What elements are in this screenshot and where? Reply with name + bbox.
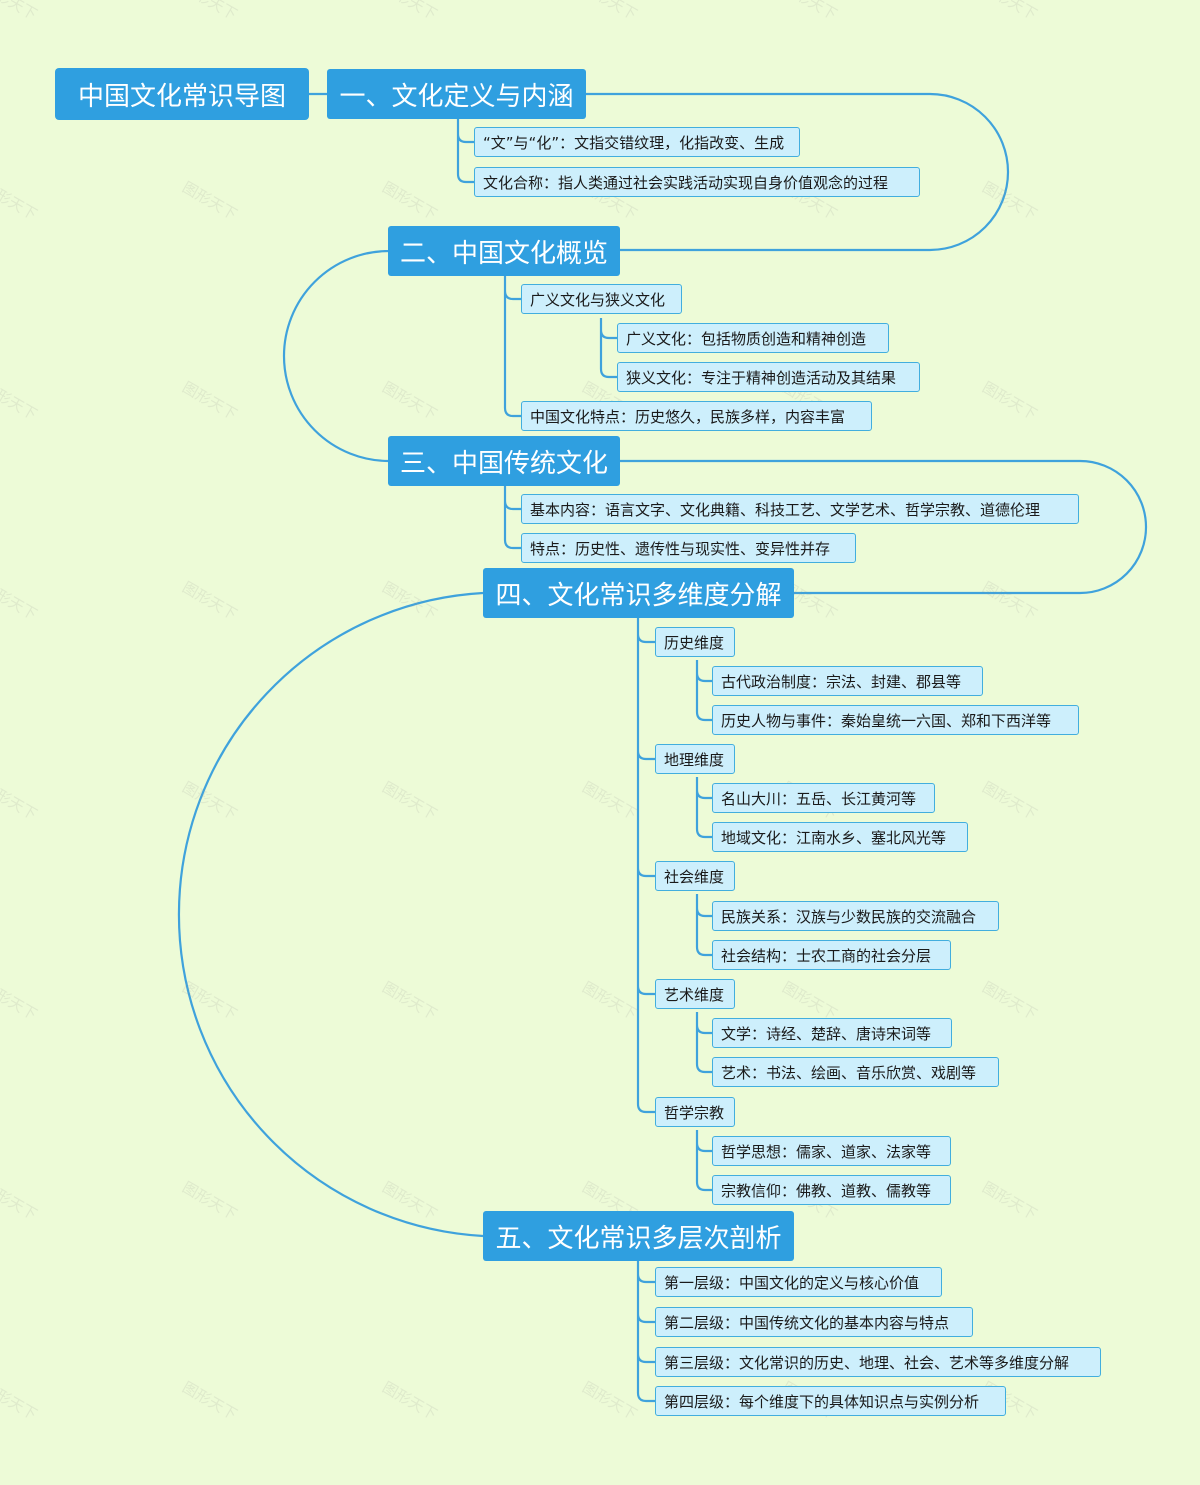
s4-philosophy-2[interactable]: 宗教信仰：佛教、道教、儒教等 bbox=[712, 1175, 951, 1205]
s2-child-1-2[interactable]: 狭义文化：专注于精神创造活动及其结果 bbox=[617, 362, 920, 392]
connector-s2-trunk bbox=[503, 276, 521, 418]
s3-child-2[interactable]: 特点：历史性、遗传性与现实性、变异性并存 bbox=[521, 533, 856, 563]
connector-s4-d4 bbox=[695, 1012, 712, 1074]
s4-geography-1[interactable]: 名山大川：五岳、长江黄河等 bbox=[712, 783, 935, 813]
s4-history-1[interactable]: 古代政治制度：宗法、封建、郡县等 bbox=[712, 666, 983, 696]
connector-loop-1-2 bbox=[585, 92, 1010, 252]
s4-art-2[interactable]: 艺术：书法、绘画、音乐欣赏、戏剧等 bbox=[712, 1057, 999, 1087]
s1-child-1[interactable]: “文”与“化”：文指交错纹理，化指改变、生成 bbox=[474, 127, 800, 157]
s4-history-2[interactable]: 历史人物与事件：秦始皇统一六国、郑和下西洋等 bbox=[712, 705, 1079, 735]
s2-child-1[interactable]: 广义文化与狭义文化 bbox=[521, 284, 682, 314]
section-1-node[interactable]: 一、文化定义与内涵 bbox=[327, 69, 586, 119]
connector-loop-3-4 bbox=[618, 459, 1148, 595]
s4-dim-history[interactable]: 历史维度 bbox=[655, 627, 735, 657]
connector-s2-sub bbox=[599, 318, 617, 379]
s4-art-1[interactable]: 文学：诗经、楚辞、唐诗宋词等 bbox=[712, 1018, 952, 1048]
connector-loop-2-3 bbox=[282, 249, 390, 463]
connector-s3-trunk bbox=[503, 486, 521, 550]
connector-s4-d1 bbox=[695, 660, 712, 722]
section-4-node[interactable]: 四、文化常识多维度分解 bbox=[483, 568, 794, 618]
s2-child-2[interactable]: 中国文化特点：历史悠久，民族多样，内容丰富 bbox=[521, 401, 872, 431]
root-node[interactable]: 中国文化常识导图 bbox=[55, 68, 309, 120]
connector-s5-trunk bbox=[636, 1261, 655, 1403]
s1-child-2[interactable]: 文化合称：指人类通过社会实践活动实现自身价值观念的过程 bbox=[474, 167, 920, 197]
s4-philosophy-1[interactable]: 哲学思想：儒家、道家、法家等 bbox=[712, 1136, 951, 1166]
s3-child-1[interactable]: 基本内容：语言文字、文化典籍、科技工艺、文学艺术、哲学宗教、道德伦理 bbox=[521, 494, 1079, 524]
s5-level-2[interactable]: 第二层级：中国传统文化的基本内容与特点 bbox=[655, 1307, 973, 1337]
s5-level-3[interactable]: 第三层级：文化常识的历史、地理、社会、艺术等多维度分解 bbox=[655, 1347, 1101, 1377]
section-5-node[interactable]: 五、文化常识多层次剖析 bbox=[483, 1211, 794, 1261]
connector-s4-d3 bbox=[695, 894, 712, 957]
section-3-node[interactable]: 三、中国传统文化 bbox=[388, 436, 620, 486]
s4-society-2[interactable]: 社会结构：士农工商的社会分层 bbox=[712, 940, 951, 970]
s4-dim-art[interactable]: 艺术维度 bbox=[655, 979, 735, 1009]
s4-society-1[interactable]: 民族关系：汉族与少数民族的交流融合 bbox=[712, 901, 999, 931]
connector-s1-trunk bbox=[456, 119, 474, 184]
section-2-node[interactable]: 二、中国文化概览 bbox=[388, 226, 620, 276]
connector-s4-d5 bbox=[695, 1130, 712, 1192]
s4-dim-society[interactable]: 社会维度 bbox=[655, 861, 735, 891]
s5-level-1[interactable]: 第一层级：中国文化的定义与核心价值 bbox=[655, 1267, 942, 1297]
connector-s4-trunk bbox=[636, 618, 655, 1114]
connector-s4-d2 bbox=[695, 777, 712, 839]
s4-dim-geography[interactable]: 地理维度 bbox=[655, 744, 735, 774]
s5-level-4[interactable]: 第四层级：每个维度下的具体知识点与实例分析 bbox=[655, 1386, 1006, 1416]
s4-geography-2[interactable]: 地域文化：江南水乡、塞北风光等 bbox=[712, 822, 968, 852]
connector-loop-4-5 bbox=[177, 591, 484, 1238]
s4-dim-philosophy[interactable]: 哲学宗教 bbox=[655, 1097, 735, 1127]
s2-child-1-1[interactable]: 广义文化：包括物质创造和精神创造 bbox=[617, 323, 889, 353]
